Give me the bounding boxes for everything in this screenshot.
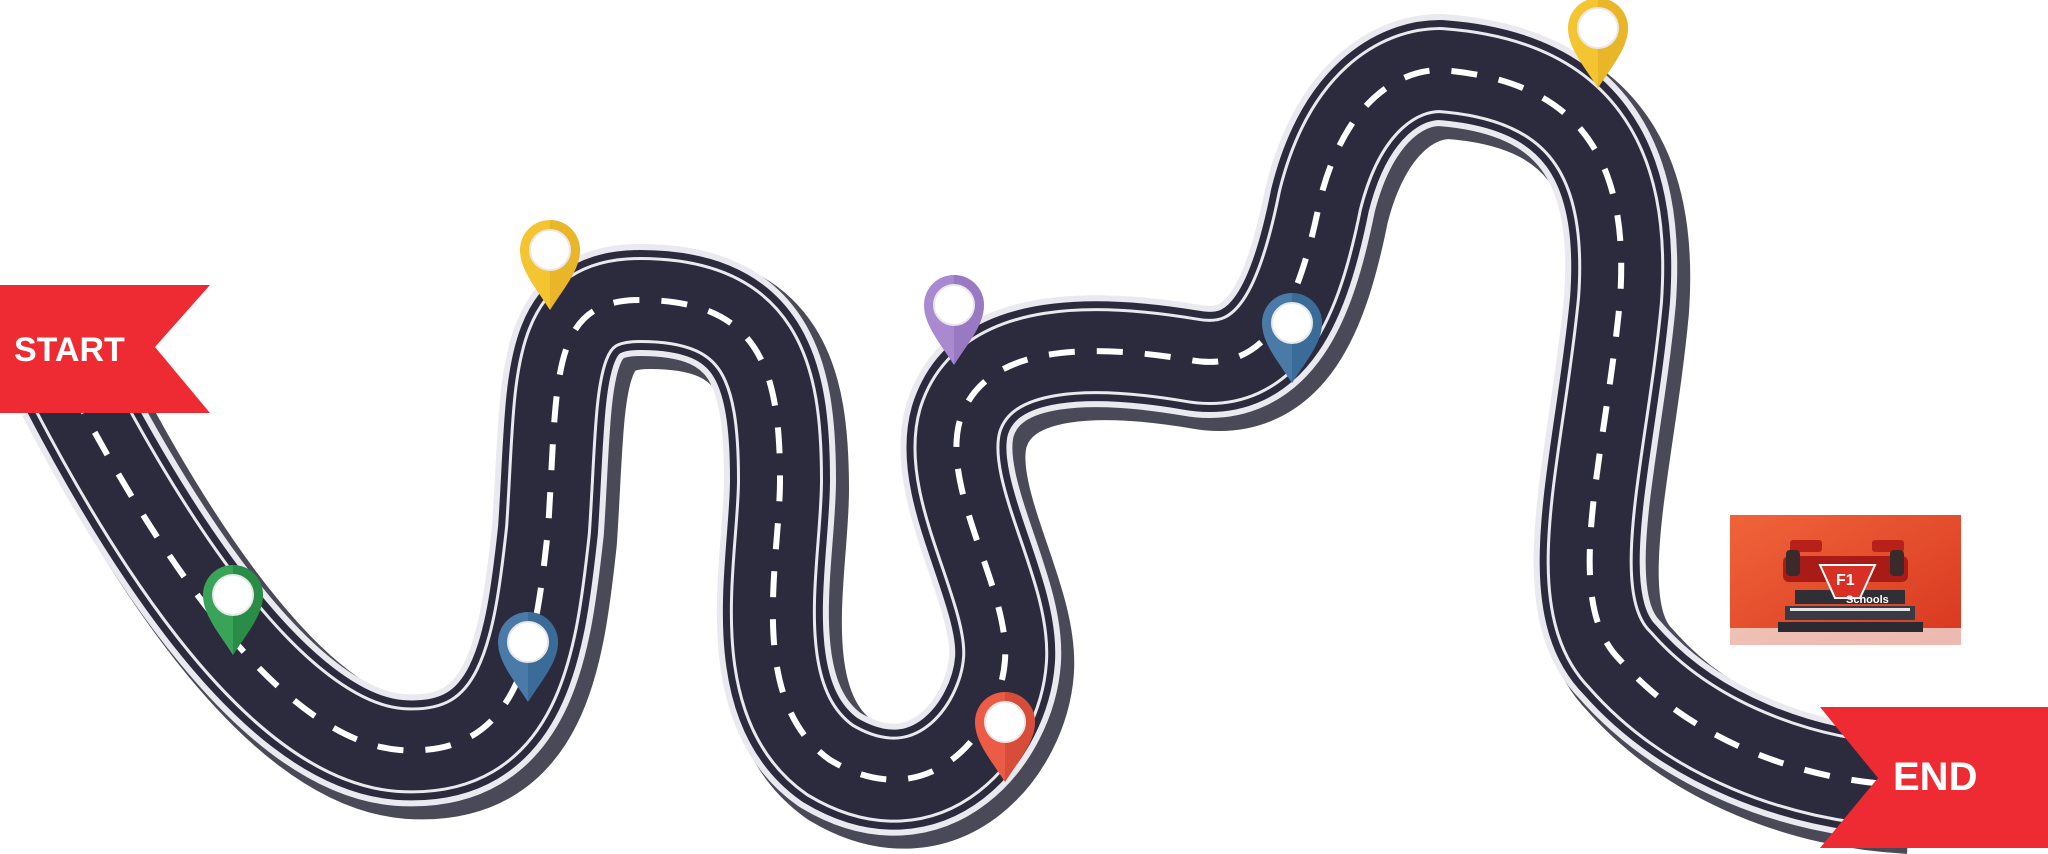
end-label: END: [1893, 755, 1977, 799]
start-ribbon: START: [0, 285, 210, 413]
start-label: START: [14, 331, 125, 369]
trophy-caption: Schools: [1846, 594, 1889, 606]
trophy-logo-text: F1: [1836, 572, 1855, 589]
trophy-image: F1 Schools: [1730, 515, 1961, 645]
